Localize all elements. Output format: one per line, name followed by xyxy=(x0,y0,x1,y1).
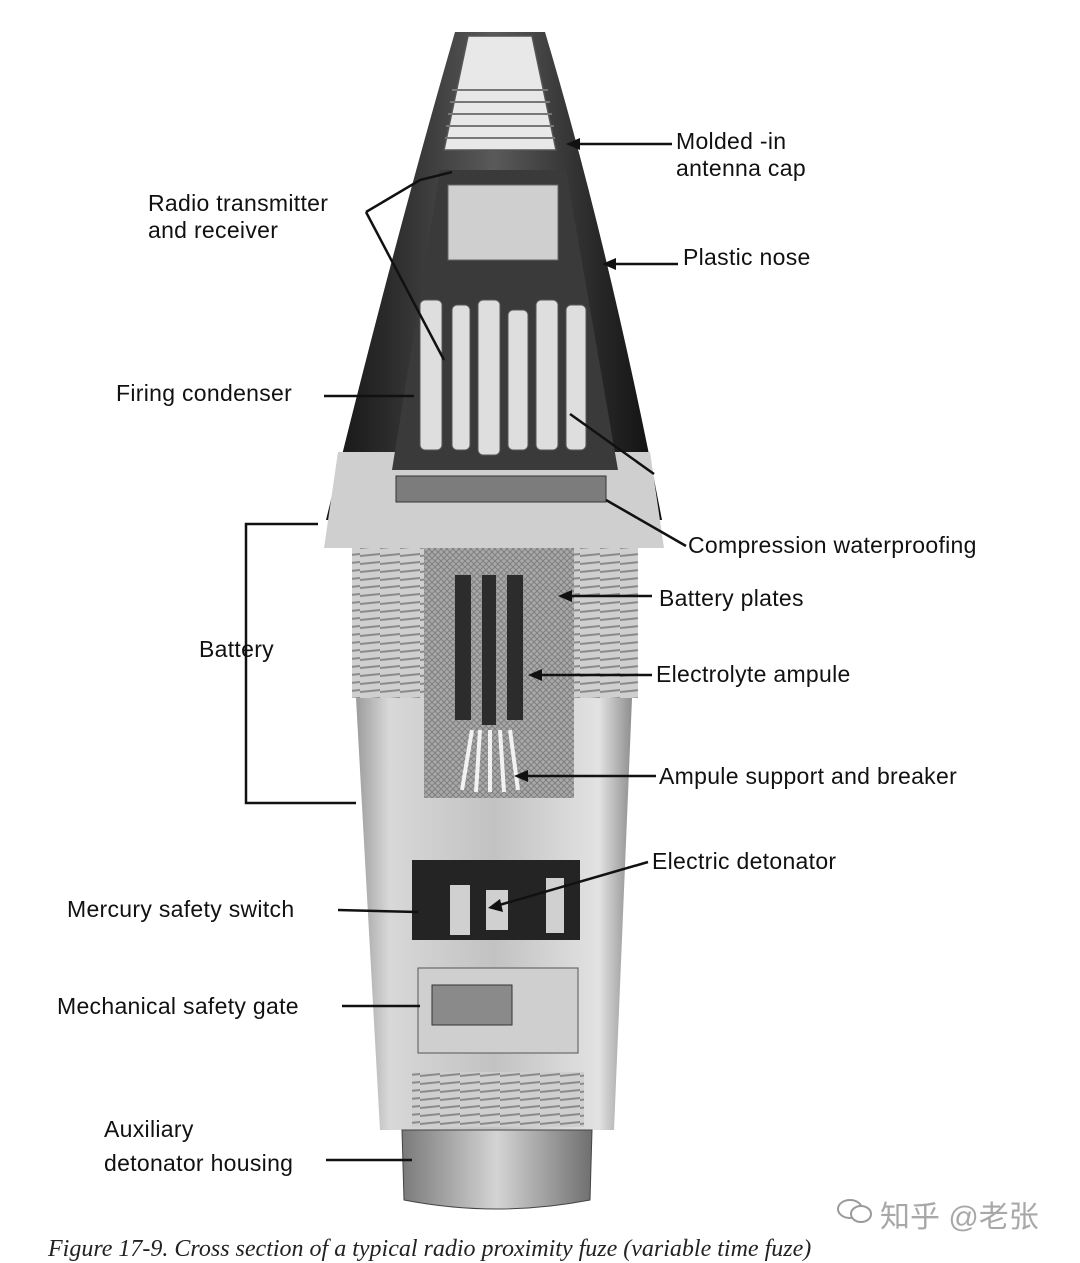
label-electric-detonator: Electric detonator xyxy=(652,848,837,874)
radio-tube-top xyxy=(447,184,559,261)
antenna-cap xyxy=(443,35,557,151)
leader-radio-b xyxy=(364,211,446,361)
waterproofing-disk xyxy=(395,475,607,503)
label-molded-in-antenna-cap: Molded -in antenna cap xyxy=(676,128,806,181)
label-compression-waterproofing: Compression waterproofing xyxy=(688,532,977,558)
label-radio-transmitter-receiver: Radio transmitter and receiver xyxy=(148,190,329,243)
leader-radio-a xyxy=(365,170,453,214)
leader-arrowheads xyxy=(488,138,616,912)
label-mercury-safety-switch: Mercury safety switch xyxy=(67,896,295,922)
label-electrolyte-ampule: Electrolyte ampule xyxy=(656,661,851,687)
leader-lines xyxy=(244,142,687,1162)
leader-compression-a xyxy=(605,498,687,548)
wechat-icon xyxy=(837,1199,872,1223)
label-battery-plates: Battery plates xyxy=(659,585,804,611)
battery-cavity xyxy=(424,548,574,798)
label-ampule-support-breaker: Ampule support and breaker xyxy=(659,763,958,789)
label-firing-condenser: Firing condenser xyxy=(116,380,293,406)
label-plastic-nose: Plastic nose xyxy=(683,244,811,270)
leader-mercury-switch xyxy=(337,908,419,914)
lower-threads xyxy=(412,1072,584,1127)
safety-gate-block xyxy=(431,984,513,1026)
antenna-cap-threads xyxy=(445,89,555,139)
auxiliary-housing xyxy=(401,1129,593,1210)
label-auxiliary-detonator-housing: Auxiliary detonator housing xyxy=(104,1116,294,1176)
figure-caption: Figure 17-9. Cross section of a typical … xyxy=(48,1236,812,1262)
battery-bracket xyxy=(244,522,356,805)
fuze-body xyxy=(324,32,664,1210)
leader-compression-b xyxy=(569,412,655,476)
label-mechanical-safety-gate: Mechanical safety gate xyxy=(57,993,299,1019)
leader-electric-detonator xyxy=(495,860,649,908)
watermark-text: 知乎 @老张 xyxy=(880,1201,1039,1234)
electrolyte-ampule-tubes xyxy=(455,575,523,725)
ampule-breaker-ribs xyxy=(460,729,520,793)
label-battery: Battery xyxy=(199,636,274,662)
radio-components xyxy=(419,299,587,456)
